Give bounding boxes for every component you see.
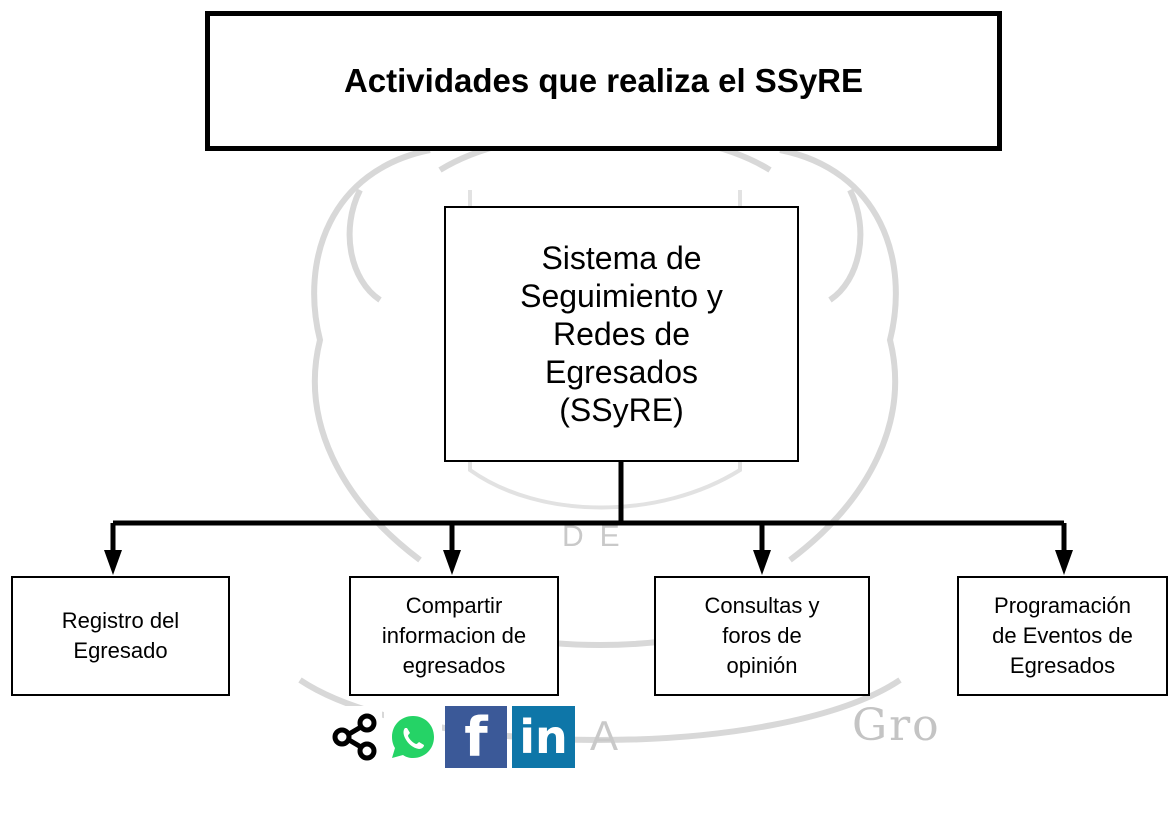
child-node-label: Consultas y foros de opinión <box>704 593 820 678</box>
watermark-gro: Gro <box>852 700 941 751</box>
arrowhead-4 <box>1055 550 1073 575</box>
arrowhead-1 <box>104 550 122 575</box>
title-box: Actividades que realiza el SSyRE <box>205 11 1002 151</box>
linkedin-glyph: in <box>519 710 568 764</box>
facebook-icon[interactable]: f <box>445 705 507 769</box>
central-node-label: Sistema de Seguimiento y Redes de Egresa… <box>520 240 723 428</box>
share-icon[interactable] <box>326 706 382 768</box>
diagram-title: Actividades que realiza el SSyRE <box>343 62 864 99</box>
watermark-a: A <box>590 712 621 759</box>
arrowhead-3 <box>753 550 771 575</box>
child-node-consultas: Consultas y foros de opinión <box>654 576 870 696</box>
whatsapp-icon[interactable] <box>384 706 442 768</box>
child-node-programacion: Programación de Eventos de Egresados <box>957 576 1168 696</box>
child-node-compartir: Compartir informacion de egresados <box>349 576 559 696</box>
facebook-glyph: f <box>464 705 488 769</box>
child-node-registro: Registro del Egresado <box>11 576 230 696</box>
child-node-label: Programación de Eventos de Egresados <box>992 593 1133 678</box>
share-icon-graphic <box>332 713 377 761</box>
arrowhead-2 <box>443 550 461 575</box>
child-node-label: Compartir informacion de egresados <box>381 593 527 678</box>
central-node: Sistema de Seguimiento y Redes de Egresa… <box>444 206 799 462</box>
whatsapp-icon-graphic <box>392 716 434 758</box>
linkedin-icon[interactable]: in <box>512 706 575 768</box>
child-node-label: Registro del Egresado <box>61 608 180 663</box>
